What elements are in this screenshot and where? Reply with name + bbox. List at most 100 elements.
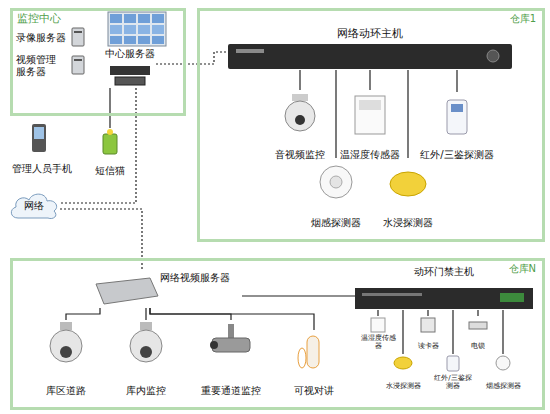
device-node: 库内监控 — [118, 320, 174, 396]
node-label: 管理人员手机 — [6, 163, 78, 175]
node-label: 水浸探测器 — [376, 217, 440, 229]
camera-lens — [210, 341, 218, 349]
device-node: 红外/三鉴探测器 — [414, 92, 500, 160]
device-node: 音视频监控 — [268, 90, 332, 160]
node-label: 烟感探测器 — [304, 217, 368, 229]
connector — [335, 70, 336, 158]
connector — [407, 70, 408, 158]
device-node: 温湿度传感器 — [358, 316, 398, 350]
connector — [377, 310, 378, 316]
connector — [369, 70, 370, 90]
connector — [242, 295, 355, 296]
node-label: 短信猫 — [90, 165, 130, 177]
screen-cell — [138, 14, 150, 23]
device-logo — [236, 49, 264, 53]
connector — [150, 308, 314, 330]
screen-cell — [110, 36, 122, 44]
server-node: 视频管理服务器 — [16, 50, 86, 80]
device-node: 读卡器 — [408, 316, 448, 350]
smoke-detector-icon — [320, 166, 352, 198]
sensor-icon — [371, 318, 385, 332]
node-label: 水浸探测器 — [381, 382, 425, 390]
connector — [502, 310, 503, 354]
water-detector-icon — [394, 357, 412, 369]
device-node: 烟感探测器 — [481, 354, 525, 390]
container-box: 仓库1网络动环主机音视频监控温湿度传感器红外/三鉴探测器烟感探测器水浸探测器 — [197, 8, 545, 242]
screen-cell — [152, 25, 164, 34]
node-label: 网络动环主机 — [228, 28, 512, 41]
camera-lens — [295, 115, 305, 125]
node-label: 库区道路 — [38, 385, 94, 397]
connector — [299, 70, 300, 90]
camera-mount — [140, 322, 152, 330]
device-knob — [487, 50, 499, 62]
connector — [456, 70, 457, 92]
phone-screen — [34, 127, 44, 139]
screen-cell — [138, 36, 150, 44]
smoke-detector-core — [330, 176, 342, 188]
host-device — [228, 44, 512, 69]
handset-cord — [298, 348, 306, 368]
video-server-icon — [96, 278, 158, 304]
connector — [150, 308, 231, 320]
infrared-detector-icon — [447, 100, 467, 134]
camera-mount — [60, 322, 72, 330]
device-node: 烟感探测器 — [304, 158, 368, 228]
screen-cell — [124, 36, 136, 44]
node-label: 温湿度传感器 — [358, 334, 398, 350]
container-title: 仓库N — [509, 263, 536, 275]
connector — [402, 310, 403, 354]
device-display — [500, 293, 524, 302]
device-node: 温湿度传感器 — [338, 90, 402, 160]
screen-cell — [110, 14, 122, 23]
camera-lens — [140, 346, 152, 358]
lock-icon — [469, 322, 487, 329]
node-label: 动环门禁主机 — [355, 266, 533, 278]
access-host-device — [355, 288, 533, 309]
screen-cell — [152, 14, 164, 23]
infrared-detector-icon — [447, 356, 459, 371]
switch-icon — [115, 77, 145, 85]
cloud-node: 网络 — [8, 190, 60, 222]
node-label: 可视对讲 — [286, 385, 342, 397]
connector — [477, 310, 478, 316]
detector-window — [451, 104, 463, 112]
host-node: 网络视频服务器 — [92, 270, 242, 308]
connector — [156, 52, 228, 64]
node-label: 烟感探测器 — [481, 382, 525, 390]
container-box: 仓库N 网络视频服务器库区道路 库内监控 重要通道监控 可视对讲 动环门禁主机温湿度传感器… — [10, 258, 545, 410]
device-node: 库区道路 — [38, 320, 94, 396]
node-label: 库内监控 — [118, 385, 174, 397]
camera-mount — [228, 324, 234, 338]
device-node: 短信猫 — [90, 128, 130, 176]
thermo-hygrometer-icon — [355, 96, 385, 134]
host-node: 网络动环主机 — [228, 28, 512, 70]
phone-icon — [32, 124, 46, 152]
device-node: 红外/三鉴探测器 — [431, 354, 475, 390]
node-label: 电锁 — [458, 342, 498, 350]
connector — [66, 308, 100, 320]
node-label: 中心服务器 — [104, 48, 156, 60]
node-label: 重要通道监控 — [196, 385, 266, 397]
dome-camera-icon — [50, 330, 82, 362]
device-node: 管理人员手机 — [6, 122, 78, 174]
connector — [109, 88, 110, 128]
node-label: 录像服务器 — [16, 32, 72, 44]
card-reader-icon — [421, 318, 435, 332]
node-label: 红外/三鉴探测器 — [431, 374, 475, 390]
screen-cell — [124, 25, 136, 34]
server-icon — [72, 28, 84, 46]
device-panel — [362, 293, 422, 296]
node-label: 温湿度传感器 — [338, 149, 402, 161]
screen-cell — [110, 25, 122, 34]
device-node: 重要通道监控 — [196, 320, 266, 396]
central-server-icon — [110, 66, 150, 75]
node-label: 音视频监控 — [268, 149, 332, 161]
dome-camera-icon — [285, 101, 315, 131]
dome-camera-icon — [130, 330, 162, 362]
intercom-handset-icon — [307, 336, 319, 368]
